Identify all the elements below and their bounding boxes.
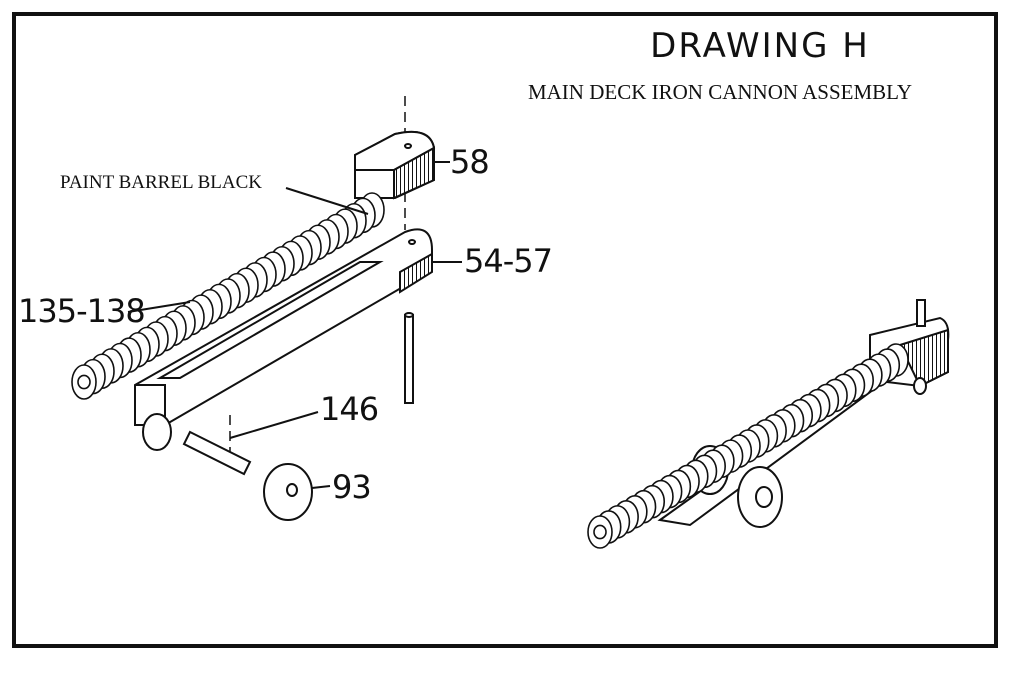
assembled-barrel (587, 343, 909, 549)
part-label-54-57: 54-57 (464, 242, 553, 280)
pin-vertical (404, 312, 414, 404)
part-label-93: 93 (332, 468, 372, 506)
wheel-part-93 (263, 463, 313, 521)
bed-part-54-57 (134, 228, 433, 426)
drawing-border (12, 12, 998, 648)
axle-part-146 (142, 413, 252, 476)
part-label-58: 58 (450, 143, 490, 181)
drawing-subtitle: MAIN DECK IRON CANNON ASSEMBLY (527, 80, 913, 104)
drawing-title: DRAWING H (650, 26, 870, 66)
part-label-135-138: 135-138 (18, 292, 146, 330)
muzzle-bore (593, 524, 607, 540)
muzzle-bore (77, 374, 91, 390)
paint-note: PAINT BARREL BLACK (60, 172, 262, 193)
part-label-146: 146 (320, 390, 379, 428)
barrel-part-135-138 (71, 192, 385, 400)
block-part-58 (354, 130, 436, 200)
leader-lines (127, 161, 462, 489)
